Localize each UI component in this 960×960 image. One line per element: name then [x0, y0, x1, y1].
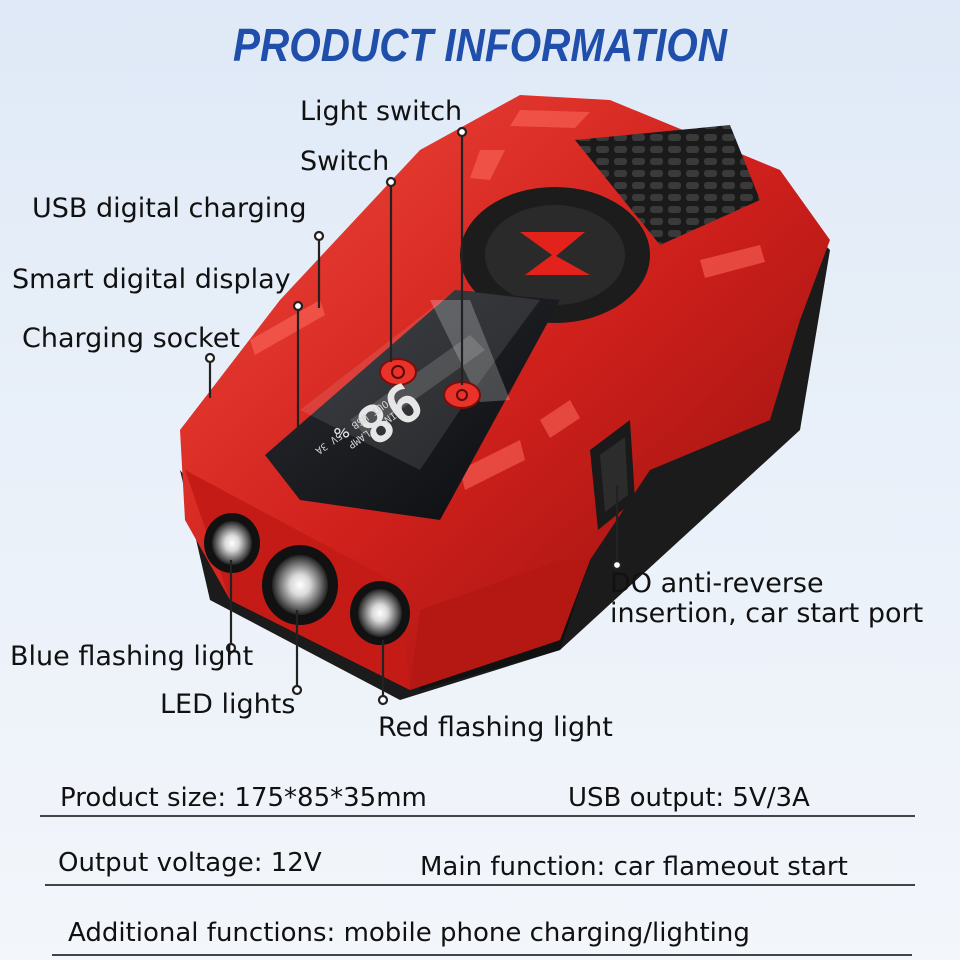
label-light-switch: Light switch [300, 96, 463, 127]
power-icon [391, 365, 405, 379]
red-flashing-light-lens [350, 581, 410, 645]
spec-divider-3 [52, 954, 912, 956]
switch-button[interactable] [379, 358, 417, 386]
callout-leaders [204, 126, 623, 706]
device-bevel-highlights [250, 110, 765, 490]
bolt-logo-icon [520, 232, 590, 275]
speaker-grille [575, 125, 760, 245]
label-charging-socket: Charging socket [22, 323, 240, 354]
page-title: PRODUCT INFORMATION [233, 19, 727, 71]
label-smart-digital-display: Smart digital display [12, 264, 291, 295]
spec-output-voltage: Output voltage: 12V [58, 848, 322, 878]
spec-divider-2 [45, 884, 915, 886]
logo-disc [460, 187, 650, 323]
car-start-port-cover [590, 420, 635, 530]
spec-additional-functions: Additional functions: mobile phone charg… [68, 918, 750, 948]
spec-divider-1 [40, 815, 915, 817]
spec-main-function: Main function: car flameout start [420, 852, 848, 882]
spec-usb-output: USB output: 5V/3A [568, 783, 810, 813]
label-do-port-line2: insertion, car start port [610, 598, 924, 629]
spec-product-size: Product size: 175*85*35mm [60, 783, 427, 813]
light-switch-button[interactable] [443, 381, 481, 409]
lamp-icon [456, 389, 468, 401]
label-blue-flashing-light: Blue flashing light [10, 641, 254, 672]
label-usb-digital-charging: USB digital charging [32, 193, 307, 224]
led-lights-lens [262, 545, 338, 625]
label-do-port-line1: DO anti-reverse [610, 568, 824, 599]
label-red-flashing-light: Red flashing light [378, 712, 613, 743]
label-switch: Switch [300, 146, 390, 177]
label-led-lights: LED lights [160, 689, 296, 720]
blue-flashing-light-lens [204, 513, 260, 573]
smart-digital-display [265, 290, 560, 520]
